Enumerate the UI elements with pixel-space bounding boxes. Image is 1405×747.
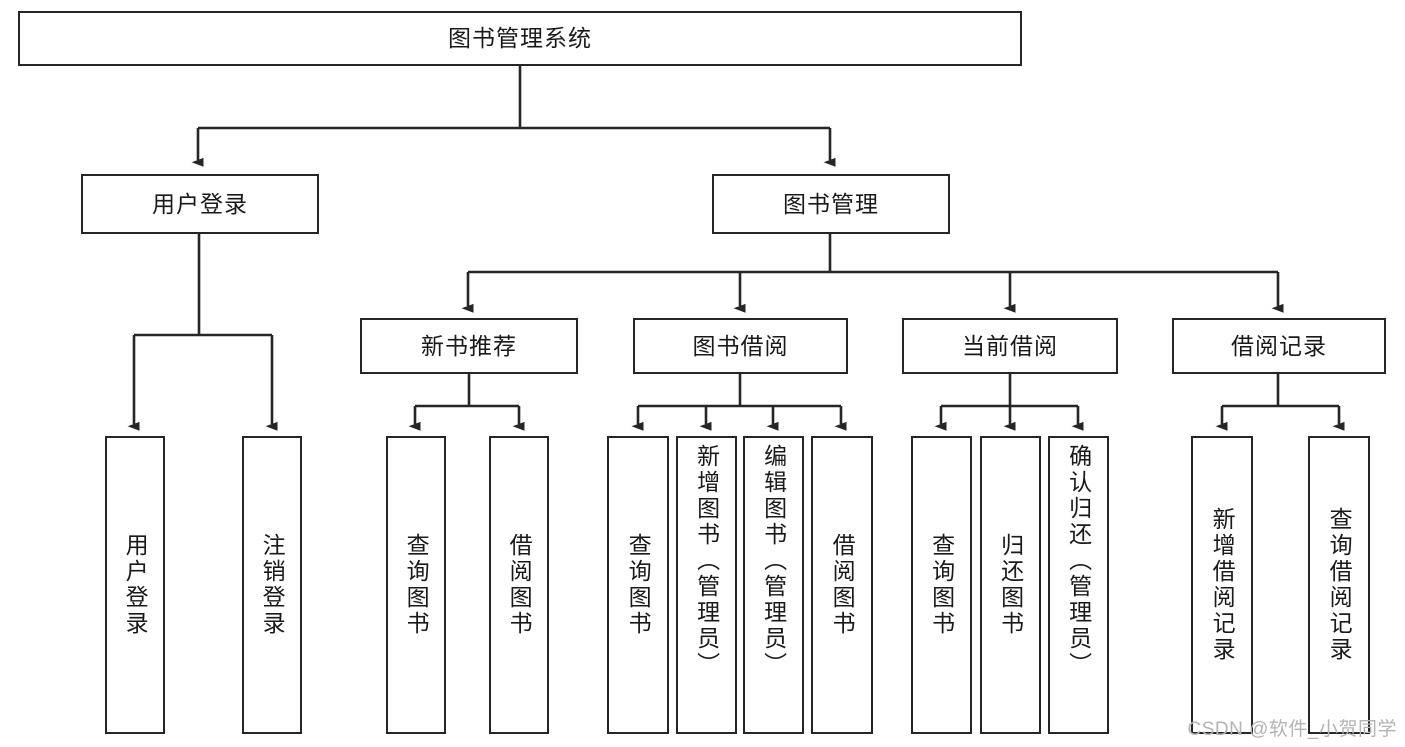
node-leaf-borrow-borrow-book[interactable]: 借阅图书 (811, 436, 873, 734)
node-leaf-add-borrow-record[interactable]: 新增借阅记录 (1191, 436, 1253, 734)
node-book-borrow[interactable]: 图书借阅 (633, 318, 848, 374)
node-leaf-recommend-query-book-label: 查询图书 (403, 533, 430, 637)
node-new-book-recommend-label: 新书推荐 (421, 332, 517, 359)
node-borrow-record-label: 借阅记录 (1231, 332, 1327, 359)
node-leaf-edit-book-admin-label: 编辑图书（管理员） (760, 444, 787, 678)
node-leaf-logout-label: 注销登录 (259, 533, 286, 637)
csdn-watermark: CSDN @软件_小贺同学 (1187, 719, 1397, 740)
node-book-borrow-label: 图书借阅 (692, 332, 789, 359)
node-leaf-logout[interactable]: 注销登录 (242, 436, 302, 734)
node-leaf-query-borrow-record-label: 查询借阅记录 (1326, 507, 1353, 663)
node-borrow-record[interactable]: 借阅记录 (1172, 318, 1386, 374)
node-leaf-current-query-book-label: 查询图书 (928, 533, 955, 637)
node-leaf-current-query-book[interactable]: 查询图书 (911, 436, 972, 734)
node-leaf-return-book-label: 归还图书 (997, 533, 1024, 637)
node-new-book-recommend[interactable]: 新书推荐 (360, 318, 578, 374)
node-leaf-add-book-admin-label: 新增图书（管理员） (693, 444, 720, 678)
node-book-management-label: 图书管理 (783, 190, 879, 217)
node-leaf-borrow-query-book-label: 查询图书 (625, 533, 652, 637)
node-root-book-management-system[interactable]: 图书管理系统 (18, 11, 1022, 66)
node-leaf-return-book[interactable]: 归还图书 (980, 436, 1041, 734)
node-current-borrow[interactable]: 当前借阅 (902, 318, 1118, 374)
node-leaf-user-login-label: 用户登录 (122, 533, 149, 637)
node-user-login[interactable]: 用户登录 (81, 174, 319, 234)
node-leaf-add-borrow-record-label: 新增借阅记录 (1209, 507, 1236, 663)
node-leaf-borrow-query-book[interactable]: 查询图书 (607, 436, 669, 734)
node-root-label: 图书管理系统 (448, 25, 592, 52)
node-book-management[interactable]: 图书管理 (712, 174, 950, 234)
node-leaf-confirm-return-admin-label: 确认归还（管理员） (1065, 444, 1092, 678)
node-current-borrow-label: 当前借阅 (962, 332, 1058, 359)
node-leaf-borrow-borrow-book-label: 借阅图书 (829, 533, 856, 637)
node-leaf-edit-book-admin[interactable]: 编辑图书（管理员） (743, 436, 804, 734)
node-leaf-recommend-query-book[interactable]: 查询图书 (386, 436, 446, 734)
node-leaf-confirm-return-admin[interactable]: 确认归还（管理员） (1048, 436, 1109, 734)
node-leaf-recommend-borrow-book-label: 借阅图书 (506, 533, 533, 637)
node-leaf-add-book-admin[interactable]: 新增图书（管理员） (676, 436, 737, 734)
node-leaf-query-borrow-record[interactable]: 查询借阅记录 (1308, 436, 1370, 734)
node-leaf-recommend-borrow-book[interactable]: 借阅图书 (489, 436, 549, 734)
node-user-login-label: 用户登录 (152, 190, 248, 217)
node-leaf-user-login[interactable]: 用户登录 (105, 436, 165, 734)
